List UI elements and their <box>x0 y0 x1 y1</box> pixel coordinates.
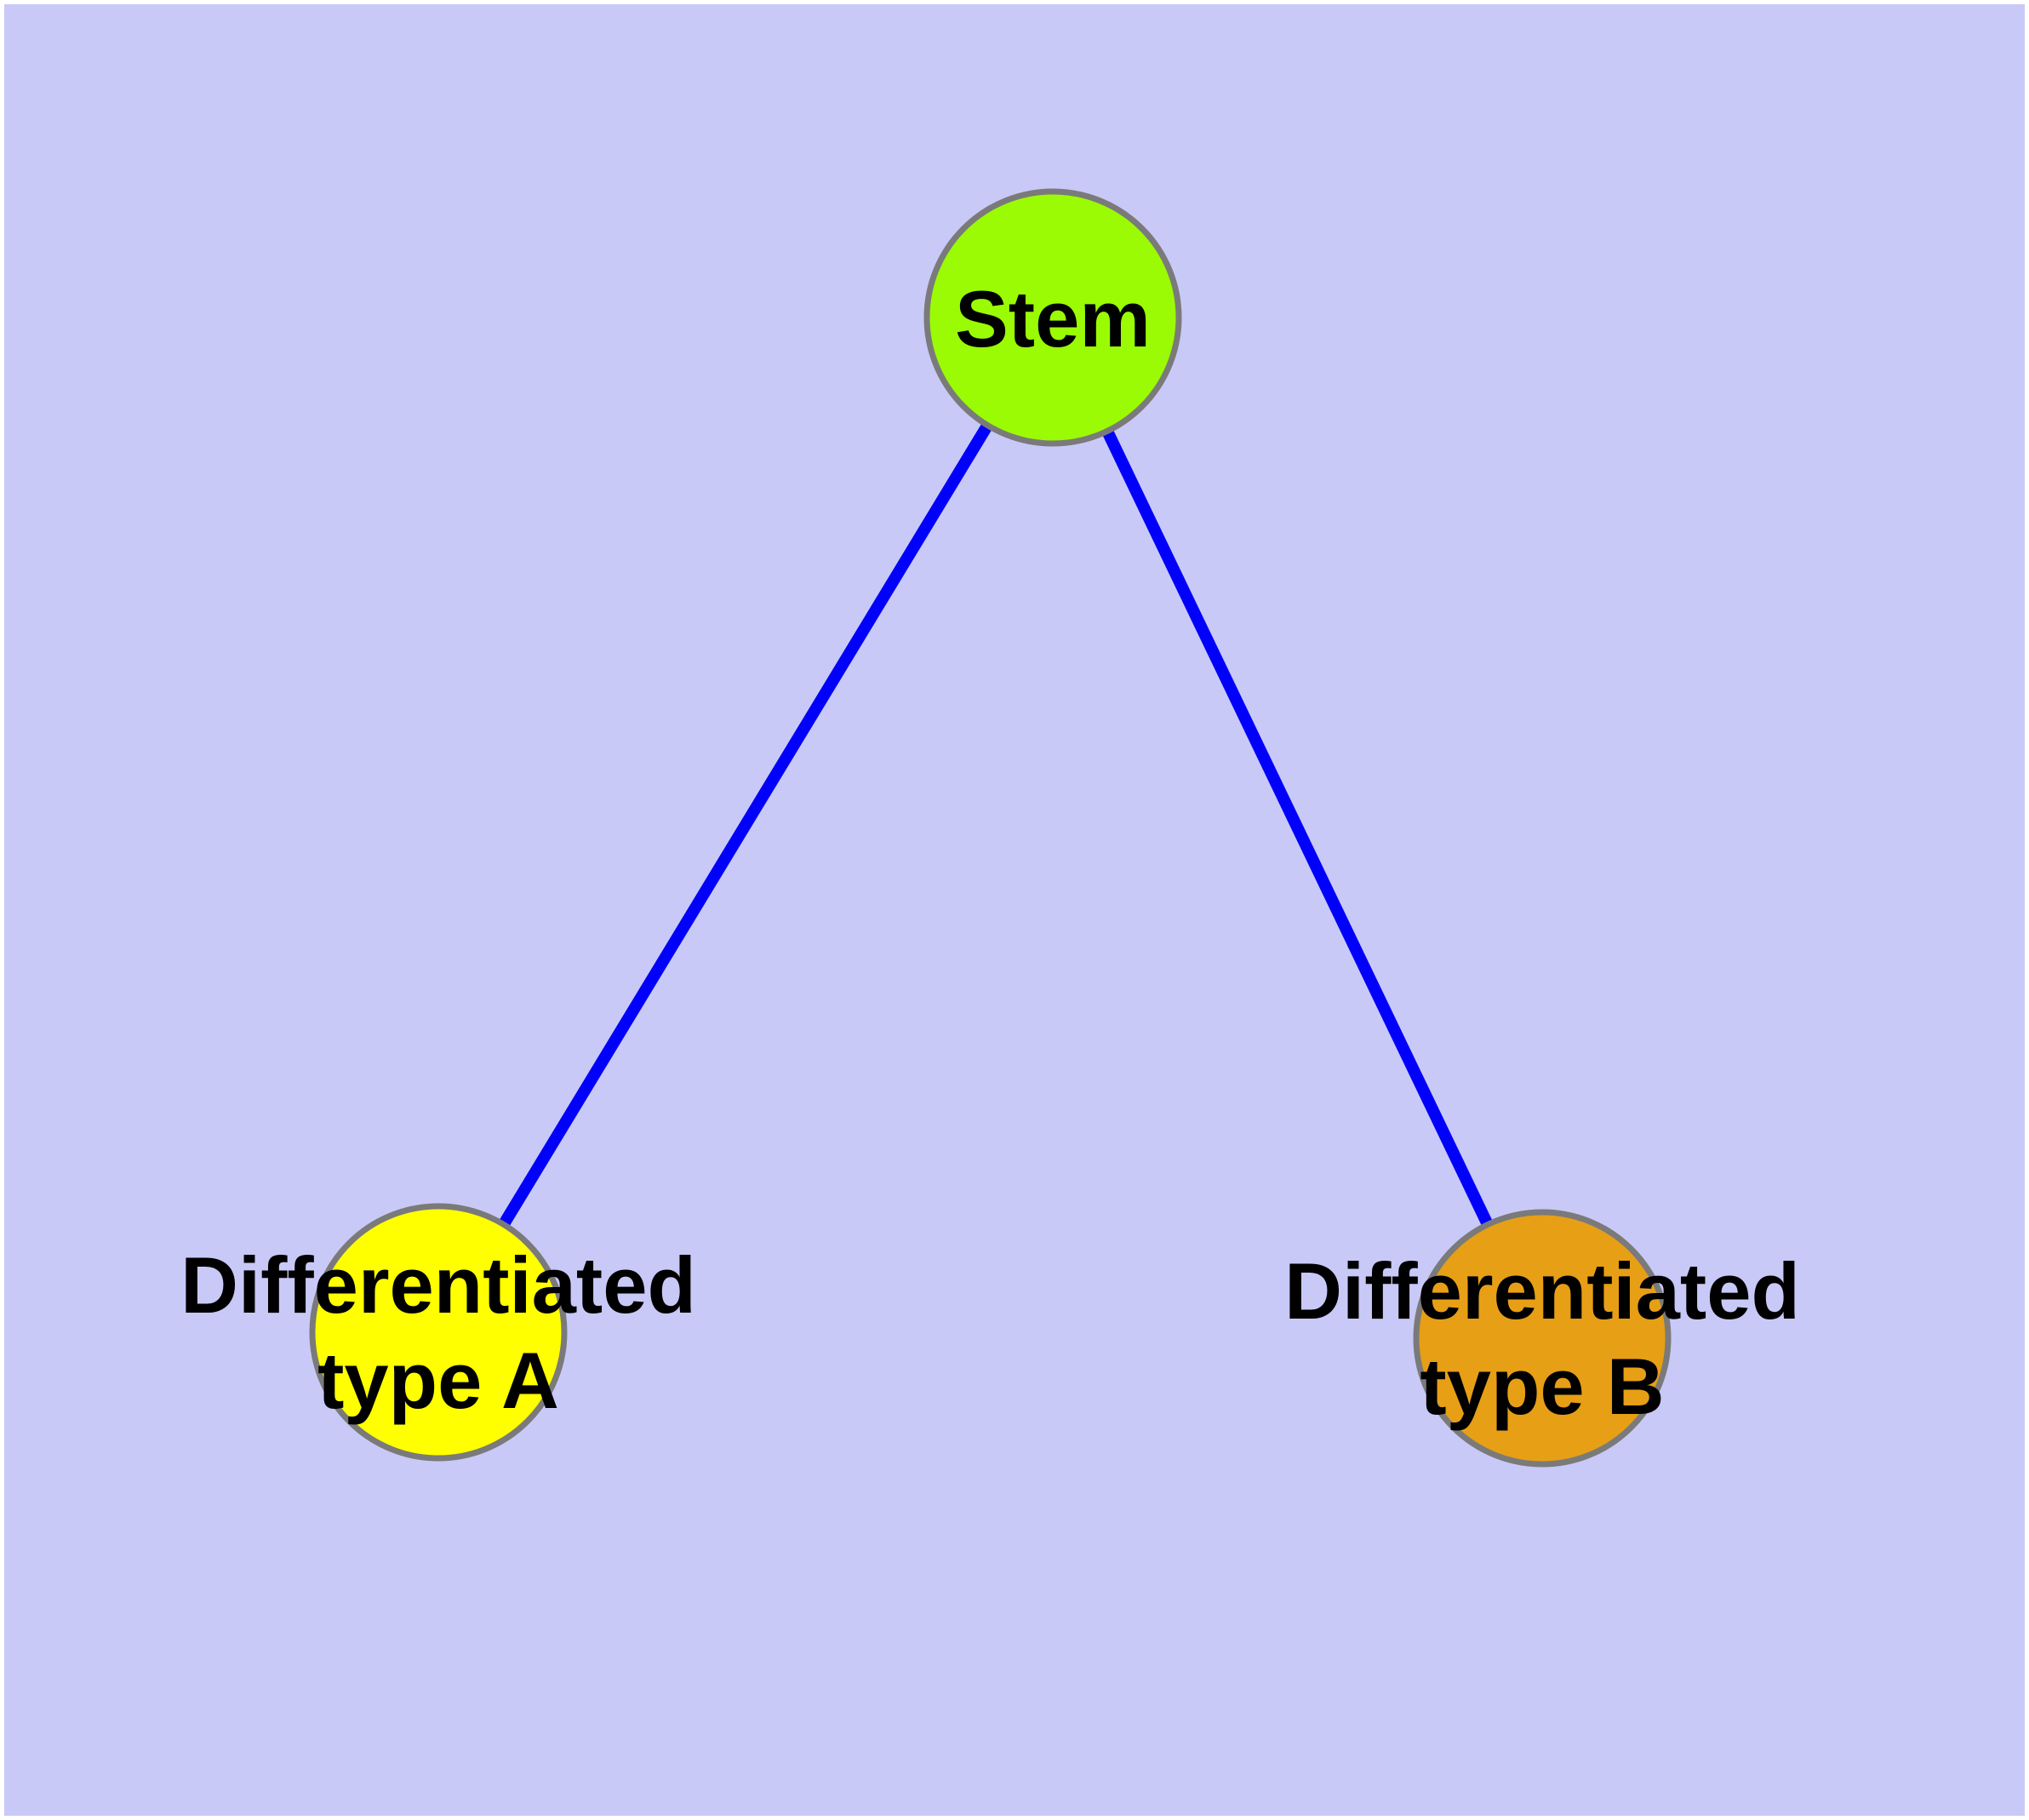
edge-stem-to-type-b <box>1047 314 1548 1342</box>
edge-stem-to-type-a <box>433 314 1058 1336</box>
node-stem-circle <box>923 188 1182 447</box>
node-type-b-label-line1: Differentiated <box>1284 1246 1800 1336</box>
node-type-a-label-line1: Differentiated <box>180 1240 696 1330</box>
node-stem-label: Stem <box>955 274 1151 363</box>
node-type-a-circle <box>309 1203 568 1462</box>
node-type-a-label-line2: type A <box>317 1336 559 1425</box>
node-type-b-circle <box>1413 1209 1672 1468</box>
node-type-b-label-line2: type B <box>1420 1342 1664 1431</box>
